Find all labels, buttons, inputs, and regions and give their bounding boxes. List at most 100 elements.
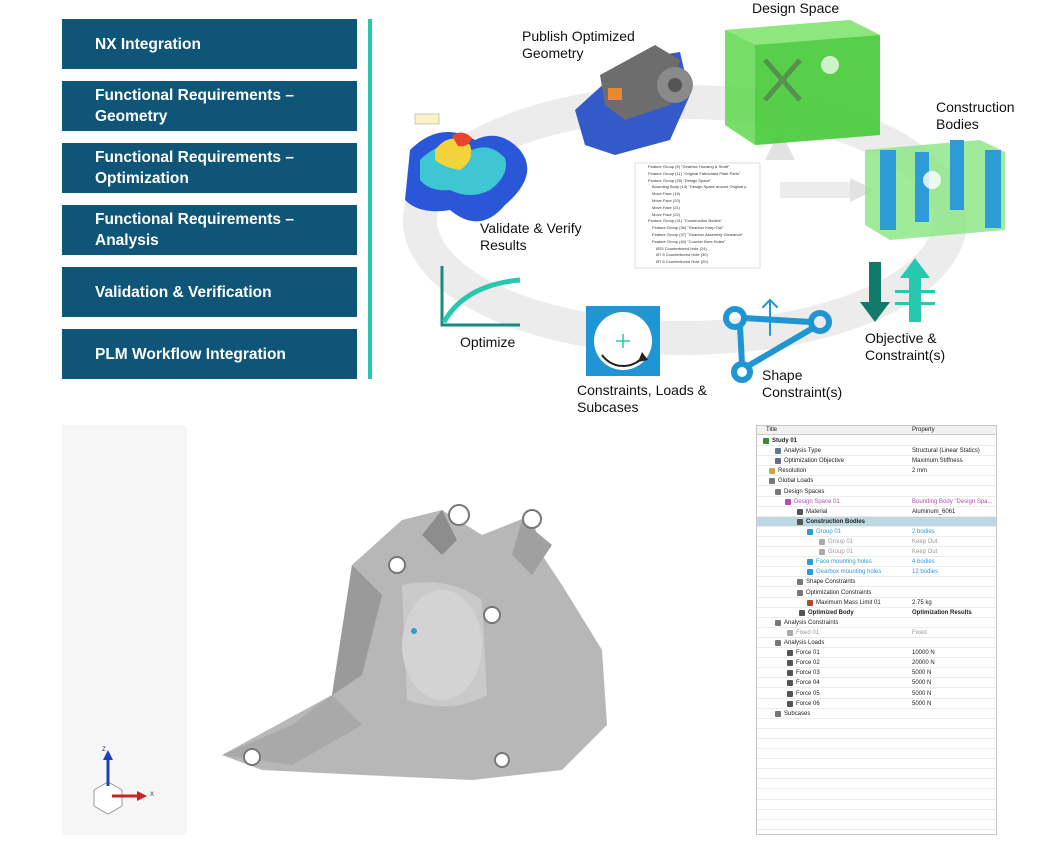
model-viewport[interactable]: Z X xyxy=(62,425,722,835)
tree-node-icon xyxy=(763,438,769,444)
tree-node-title: Force 06 xyxy=(796,700,820,707)
feature-item: Feature Group (11) "Original Fabricated … xyxy=(648,170,741,176)
tree-node-icon xyxy=(819,549,825,556)
tree-node-property: Optimization Results xyxy=(912,609,972,616)
design-space-box xyxy=(725,20,880,145)
menu-item-geometry[interactable]: Functional Requirements – Geometry xyxy=(62,81,357,131)
menu-item-nx-integration[interactable]: NX Integration xyxy=(62,19,357,69)
tree-node-property: 5000 N xyxy=(912,680,932,687)
tree-node-title: Fixed 01 xyxy=(796,629,820,636)
tree-node-title: Analysis Type xyxy=(784,448,821,455)
tree-node-title: Material xyxy=(806,508,828,515)
tree-row[interactable]: Shape Constraints xyxy=(757,577,996,588)
tree-node-icon xyxy=(787,680,793,687)
tree-node-icon xyxy=(797,589,803,596)
tree-row[interactable]: Study 01 xyxy=(757,436,996,446)
tree-node-property: Bounding Body "Design Spa... xyxy=(912,498,993,505)
tree-node-icon xyxy=(787,690,793,697)
tree-empty-row xyxy=(757,719,996,729)
tree-row[interactable]: Analysis Constraints xyxy=(757,618,996,628)
label-optimize: Optimize xyxy=(460,334,516,350)
menu-item-validation[interactable]: Validation & Verification xyxy=(62,267,357,317)
tree-row[interactable]: Design Spaces xyxy=(757,487,996,497)
gearbox-part-image xyxy=(575,45,693,155)
tree-row[interactable]: Design Space 01 Bounding Body "Design Spa… xyxy=(757,497,996,507)
tree-node-icon xyxy=(807,559,813,566)
tree-node-icon xyxy=(787,660,793,667)
feature-item: Feature Group (41) "Construction Bodies" xyxy=(648,218,722,224)
feature-item: Move Face (21) xyxy=(652,204,681,210)
tree-node-title: Resolution xyxy=(778,468,807,475)
label-validate: Validate & Verify Results xyxy=(480,220,582,253)
feature-item: Move Face (19) xyxy=(652,191,681,197)
tree-node-property: 4 bodies xyxy=(912,559,935,566)
tree-node-title: Design Space 01 xyxy=(794,498,840,505)
menu-item-optimization[interactable]: Functional Requirements – Optimization xyxy=(62,143,357,193)
tree-empty-row xyxy=(757,749,996,760)
tree-row[interactable]: Force 02 20000 N xyxy=(757,658,996,669)
axis-x-label: X xyxy=(150,792,155,798)
cycle-arrow-up xyxy=(765,130,795,160)
tree-node-title: Study 01 xyxy=(772,438,798,444)
tree-row[interactable]: Construction Bodies xyxy=(757,516,996,527)
label-shape-constraints: Shape Constraint(s) xyxy=(762,367,843,400)
accent-divider xyxy=(368,19,372,379)
menu-item-label: Validation & Verification xyxy=(95,283,272,301)
feature-item: Ø7.5 Counterbored Hole (20) xyxy=(656,259,708,265)
tree-node-title: Design Spaces xyxy=(784,488,825,495)
feature-item: Feature Group (37) "Gearbox Assembly Cle… xyxy=(652,231,744,237)
tree-node-title: Global Loads xyxy=(778,478,814,485)
tree-node-title: Force 01 xyxy=(796,650,820,657)
tree-row[interactable]: Global Loads xyxy=(757,476,996,487)
tree-node-icon xyxy=(797,508,803,515)
tree-row[interactable]: Subcases xyxy=(757,709,996,719)
objective-arrows-icon xyxy=(860,258,935,322)
tree-row[interactable]: Face mounting holes 4 bodies xyxy=(757,557,996,568)
tree-node-title: Gearbox mounting holes xyxy=(816,569,882,576)
tree-empty-row xyxy=(757,820,996,830)
optimized-bracket-model xyxy=(62,425,607,835)
tree-node-title: Force 02 xyxy=(796,660,820,667)
tree-header: Title Property xyxy=(757,426,996,435)
tree-node-title: Force 05 xyxy=(796,690,820,697)
label-objective: Objective & Constraint(s) xyxy=(865,330,946,363)
label-construction-bodies: Construction Bodies xyxy=(936,99,1015,132)
tree-node-icon xyxy=(807,528,813,535)
tree-row[interactable]: Optimization Constraints xyxy=(757,588,996,598)
optimize-curve-icon xyxy=(440,266,521,327)
label-design-space: Design Space xyxy=(752,0,840,16)
menu-item-plm[interactable]: PLM Workflow Integration xyxy=(62,329,357,379)
col-property[interactable]: Property xyxy=(912,427,935,433)
tree-empty-row xyxy=(757,739,996,749)
tree-node-icon xyxy=(799,609,805,616)
tree-node-icon xyxy=(769,468,775,475)
feature-item: Feature Group (5) "Gearbox Housing & Sha… xyxy=(648,164,730,169)
label-publish-geometry: Publish Optimized Geometry xyxy=(522,28,635,61)
tree-node-title: Optimization Constraints xyxy=(806,589,872,596)
tree-node-property: 20000 N xyxy=(912,660,935,667)
col-title[interactable]: Title xyxy=(766,427,778,433)
tree-node-icon xyxy=(769,478,775,485)
tree-row[interactable]: Analysis Loads xyxy=(757,638,996,648)
menu-item-analysis[interactable]: Functional Requirements – Analysis xyxy=(62,205,357,255)
tree-node-icon xyxy=(775,710,781,717)
tree-node-title: Face mounting holes xyxy=(816,559,872,566)
feature-item: Move Face (22) xyxy=(652,211,681,217)
menu-item-label: NX Integration xyxy=(95,35,201,53)
